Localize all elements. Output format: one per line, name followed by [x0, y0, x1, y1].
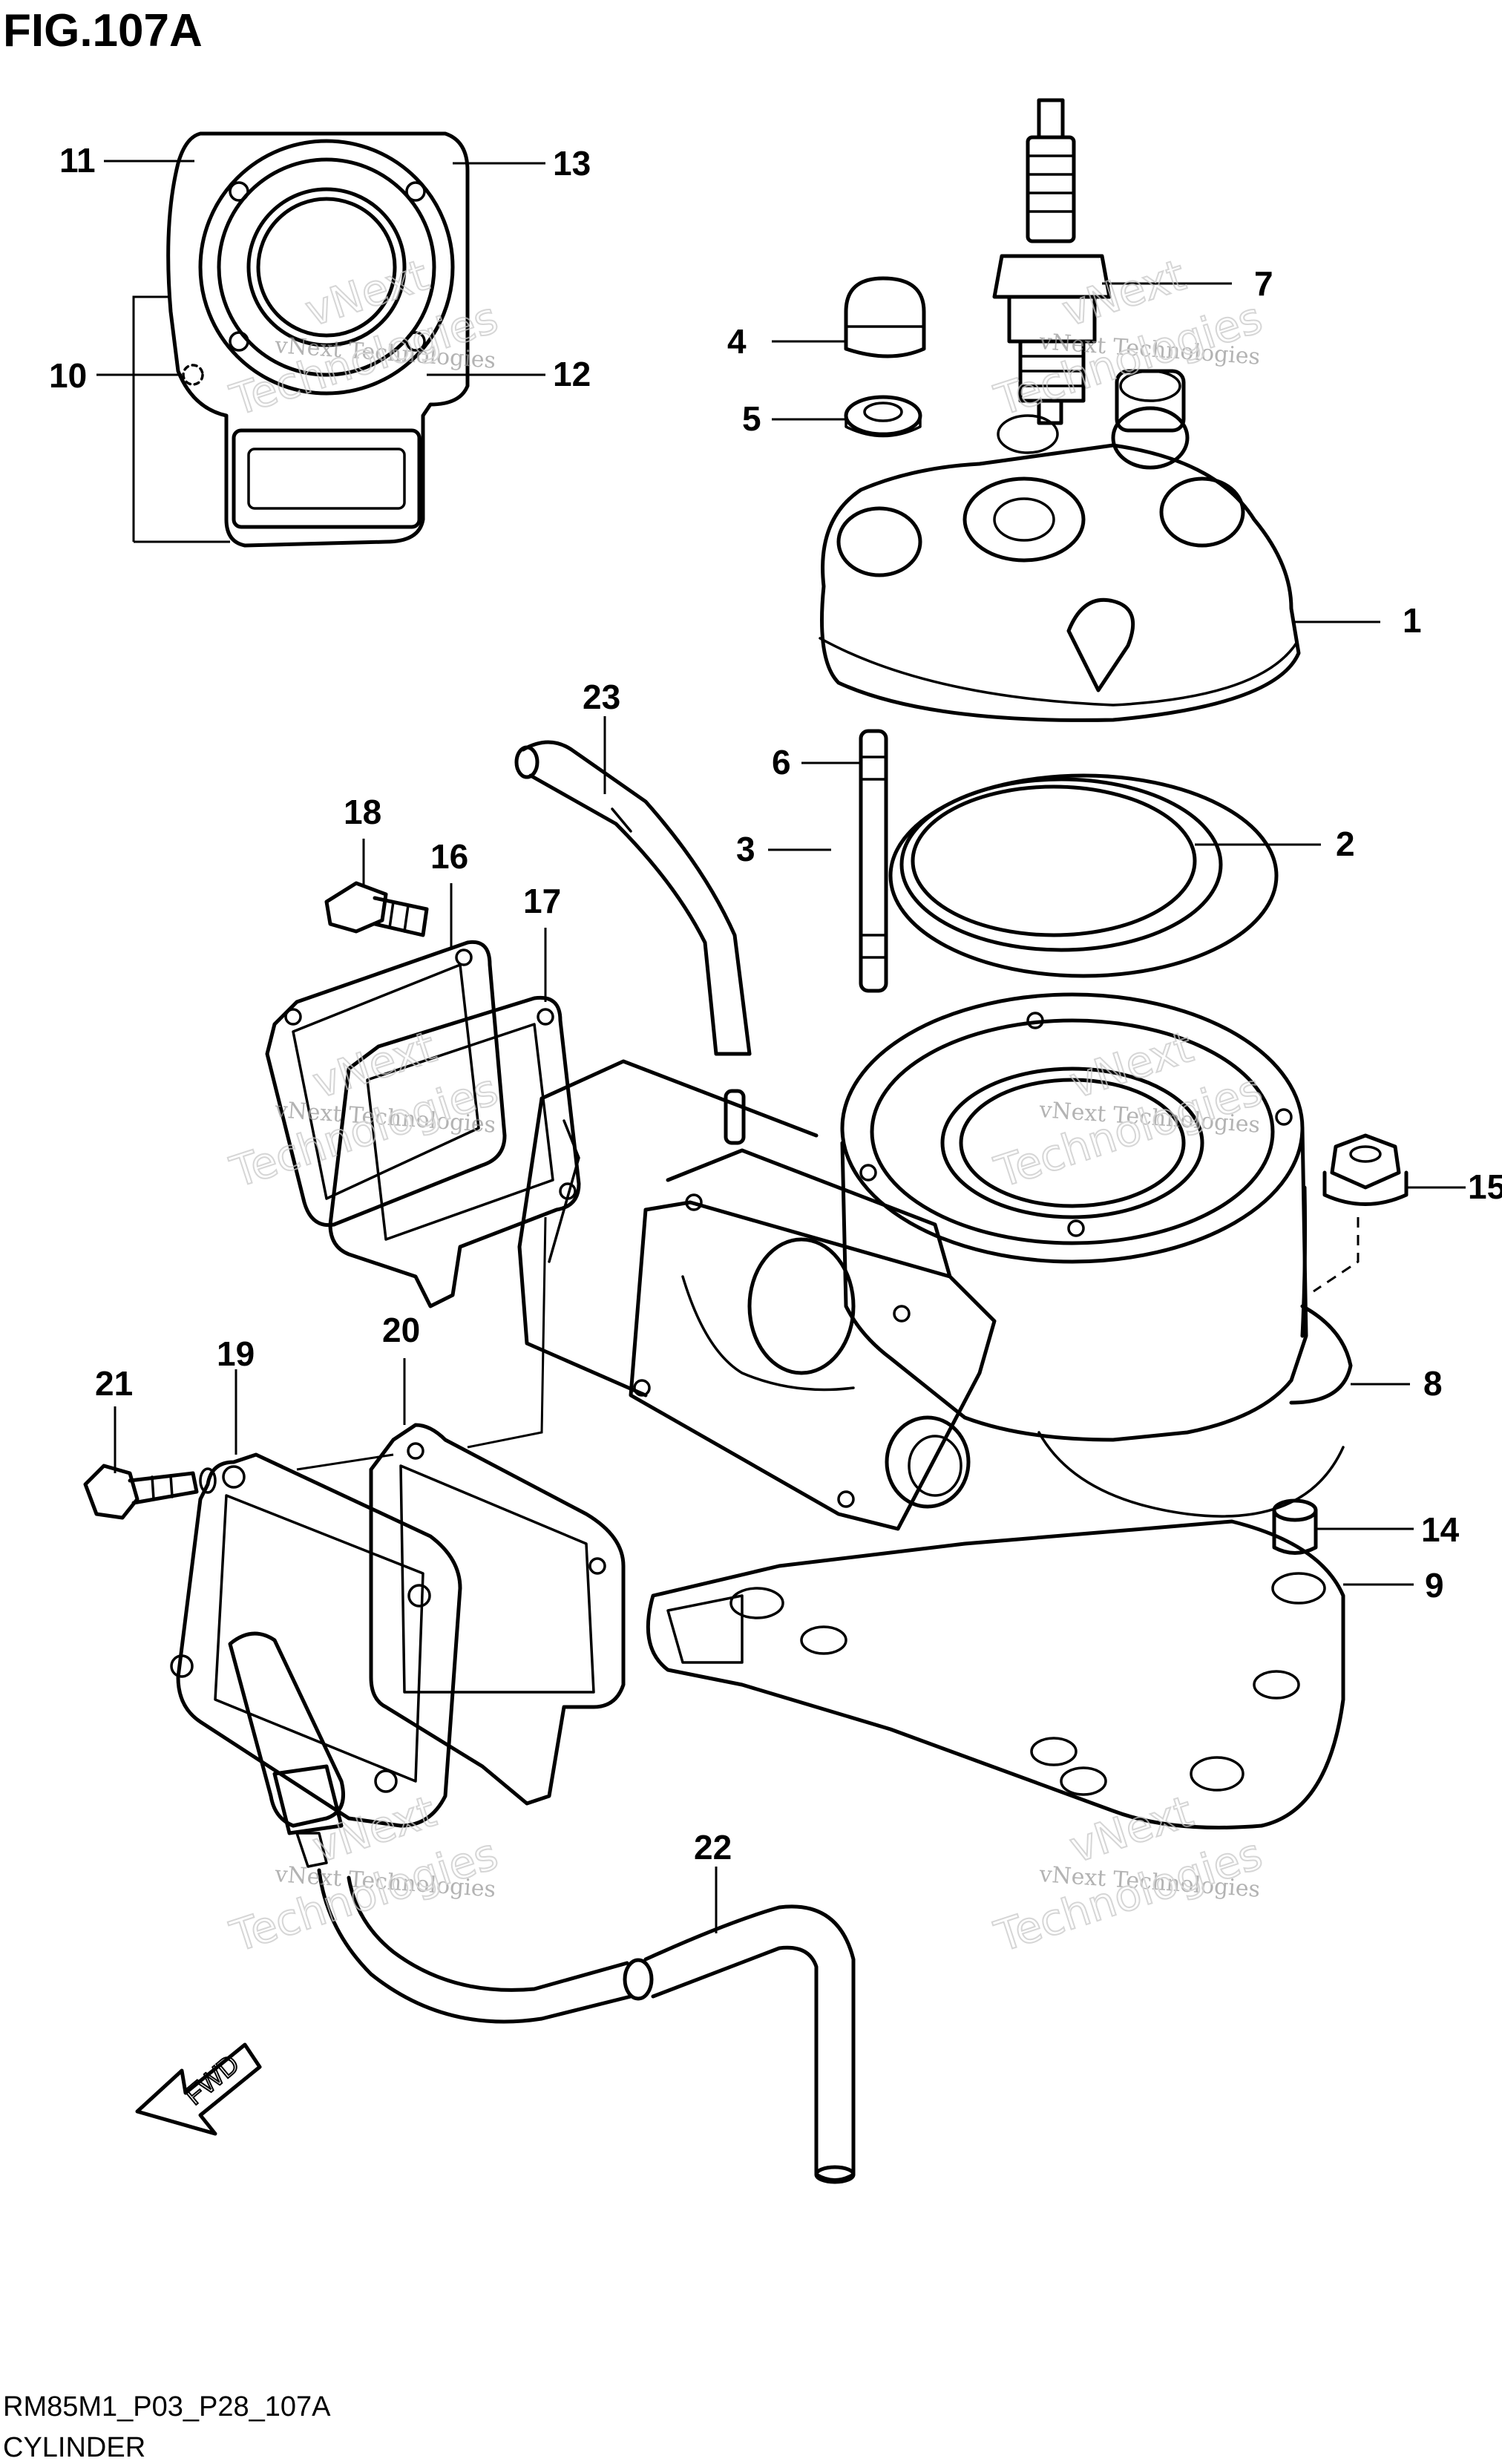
dowel-pin[interactable] — [1272, 1498, 1318, 1555]
callout-2: 2 — [1336, 825, 1355, 863]
breather-hose[interactable] — [514, 740, 752, 1056]
callout-17: 17 — [523, 882, 561, 920]
head-gasket[interactable] — [888, 773, 1279, 978]
callout-8: 8 — [1423, 1364, 1443, 1403]
stud-bolt[interactable] — [859, 729, 888, 993]
figure-caption: CYLINDER — [3, 2432, 145, 2463]
callout-22: 22 — [694, 1828, 732, 1867]
callout-10: 10 — [49, 356, 87, 395]
flange-nut[interactable] — [1322, 1133, 1408, 1206]
callout-6: 6 — [772, 743, 791, 782]
drain-hose[interactable] — [317, 1868, 856, 2184]
cylinder-base-gasket-inset[interactable] — [166, 131, 470, 548]
callout-11: 11 — [59, 141, 96, 180]
reed-valve-gasket-outer[interactable] — [265, 940, 507, 1228]
callout-7: 7 — [1254, 264, 1273, 303]
callout-12: 12 — [553, 355, 591, 393]
callout-3: 3 — [736, 830, 755, 868]
callout-1: 1 — [1403, 601, 1422, 640]
fwd-label: FWD — [179, 2048, 245, 2111]
callout-14: 14 — [1421, 1510, 1460, 1549]
reed-valve-gasket-inner[interactable] — [328, 995, 581, 1308]
figure-title: FIG.107A — [3, 5, 203, 56]
reed-valve-gasket-lower[interactable] — [369, 1423, 626, 1806]
callout-15: 15 — [1468, 1167, 1502, 1206]
bolt-18[interactable] — [324, 881, 429, 937]
cap-nut[interactable] — [844, 276, 926, 358]
callout-16: 16 — [430, 837, 468, 876]
callout-21: 21 — [95, 1364, 133, 1403]
callout-19: 19 — [217, 1334, 255, 1373]
callout-23: 23 — [583, 678, 620, 716]
callouts: 11 13 10 12 7 4 5 1 23 6 3 2 18 — [49, 141, 1502, 1933]
callout-4: 4 — [727, 322, 747, 361]
figure-code: RM85M1_P03_P28_107A — [3, 2391, 331, 2422]
callout-9: 9 — [1425, 1566, 1444, 1605]
cylinder-head[interactable] — [819, 369, 1301, 722]
callout-20: 20 — [382, 1311, 420, 1349]
reed-valve-cover[interactable] — [170, 1452, 462, 1868]
bolt-21[interactable] — [83, 1464, 217, 1520]
callout-13: 13 — [553, 144, 591, 183]
washer[interactable] — [844, 395, 922, 438]
cylinder-base-gasket[interactable] — [646, 1519, 1345, 1829]
callout-18: 18 — [344, 793, 381, 831]
head-gasket-inner[interactable] — [911, 784, 1197, 937]
forward-arrow-icon: FWD — [135, 2042, 262, 2136]
spark-plug[interactable] — [992, 98, 1112, 425]
callout-5: 5 — [742, 399, 761, 438]
